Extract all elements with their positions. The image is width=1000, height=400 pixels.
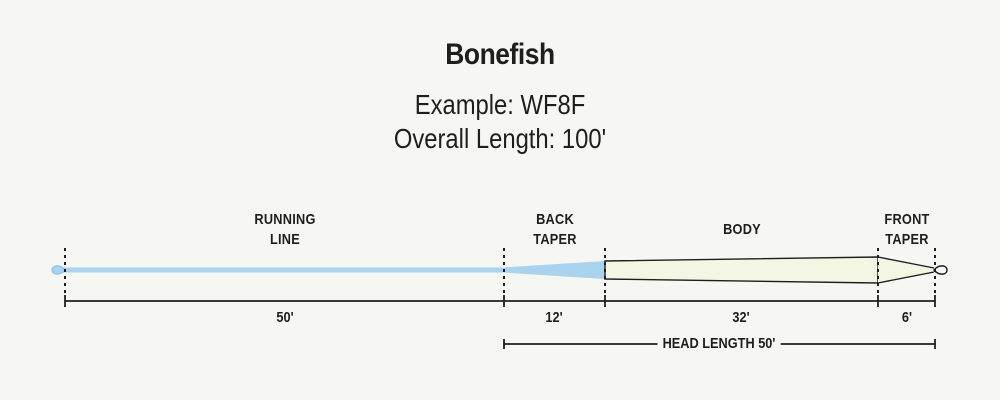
running-line-label-line2: LINE bbox=[269, 231, 301, 248]
body-label-line1: BODY bbox=[723, 221, 761, 238]
running-line-label: RUNNING LINE bbox=[254, 210, 315, 250]
front-taper-label: FRONT TAPER bbox=[884, 210, 929, 250]
front-taper-label-line1: FRONT bbox=[884, 211, 930, 228]
diagram-title: Bonefish bbox=[445, 38, 555, 71]
back-taper-label-line2: TAPER bbox=[533, 231, 577, 248]
back-taper-length: 12' bbox=[545, 309, 563, 326]
rear-loop-icon bbox=[51, 265, 66, 275]
back-taper-label-line1: BACK bbox=[536, 211, 574, 228]
head-length-label: HEAD LENGTH 50' bbox=[657, 335, 781, 353]
front-loop-icon bbox=[933, 265, 948, 275]
body-label: BODY bbox=[723, 220, 761, 240]
front-taper-shape bbox=[878, 257, 934, 283]
front-taper-label-line2: TAPER bbox=[885, 231, 929, 248]
back-taper-shape bbox=[503, 261, 605, 279]
overall-length: Overall Length: 100' bbox=[393, 123, 607, 154]
back-taper-label: BACK TAPER bbox=[533, 210, 577, 250]
running-line-shape bbox=[63, 267, 505, 273]
front-taper-length: 6' bbox=[901, 309, 913, 326]
line-example: Example: WF8F bbox=[414, 89, 586, 120]
running-line-length: 50' bbox=[276, 309, 294, 326]
length-dimension-line bbox=[64, 295, 936, 307]
section-dividers bbox=[64, 248, 936, 296]
running-line-label-line1: RUNNING bbox=[254, 211, 316, 228]
body-shape bbox=[604, 256, 879, 284]
body-length: 32' bbox=[732, 309, 750, 326]
